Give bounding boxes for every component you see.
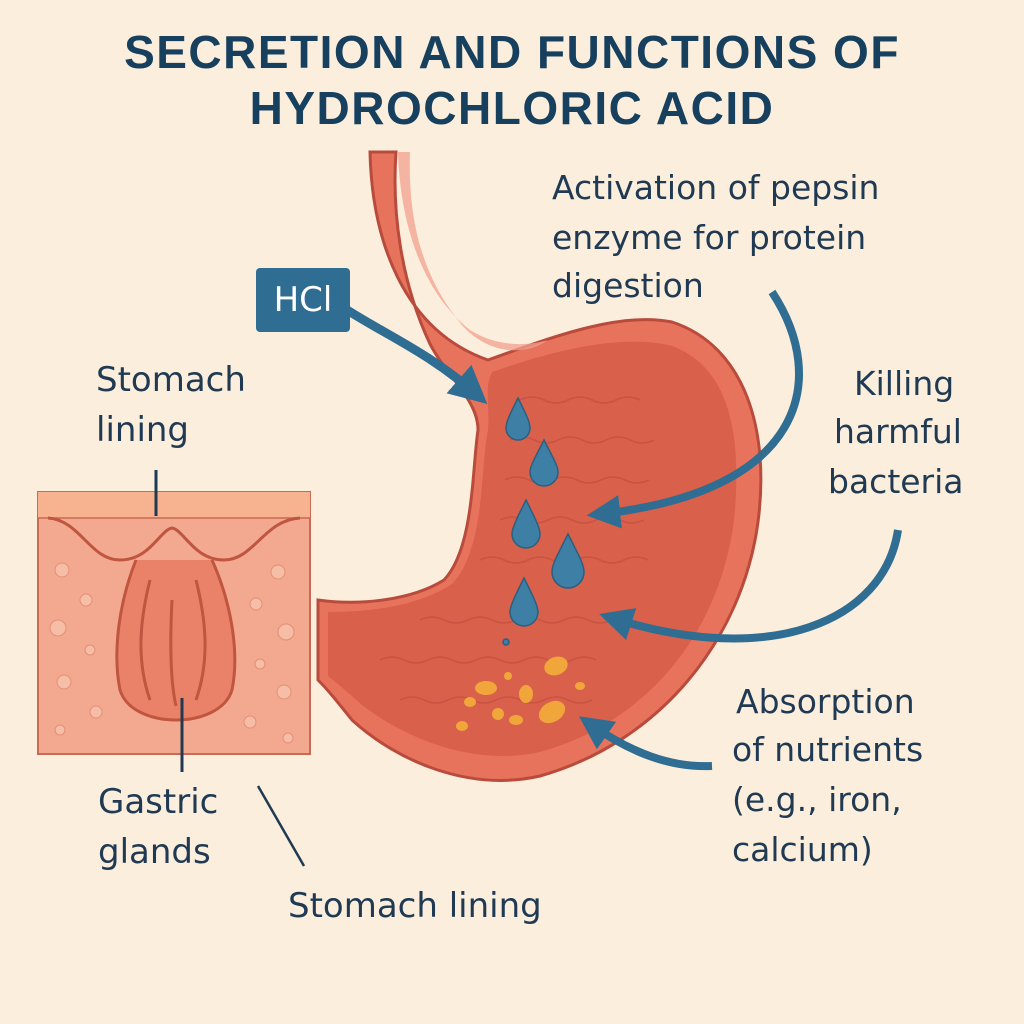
gastric-gland-shape: [47, 516, 301, 562]
absorption-label-line-4: calcium): [732, 830, 873, 869]
hcl-badge: HCl: [256, 268, 350, 332]
bacteria-label-line-2: harmful: [834, 412, 962, 451]
acid-droplets: [502, 396, 585, 646]
lining-cross-section: [37, 470, 311, 772]
pepsin-label-line-2: enzyme for protein: [552, 218, 867, 257]
acid-drop: [529, 438, 559, 487]
absorption-label-line-3: (e.g., iron,: [732, 780, 902, 819]
acid-drop: [509, 576, 539, 627]
stomach-inner: [328, 341, 737, 757]
stomach-lining-bottom-label: Stomach lining: [288, 886, 542, 926]
stomach-lining-pointer: [256, 785, 306, 867]
title-line-2: HYDROCHLORIC ACID: [249, 82, 775, 134]
absorption-label-line-1: Absorption: [736, 682, 915, 721]
bacteria-label-line-3: bacteria: [828, 462, 964, 501]
acid-drop: [502, 638, 510, 646]
gastric-glands-label-line-2: glands: [98, 832, 211, 872]
hcl-arrow: [341, 304, 488, 404]
stomach-lining-label-line-1: Stomach: [96, 360, 246, 400]
absorption-arrow: [578, 716, 713, 771]
acid-drop: [511, 498, 541, 549]
pepsin-arrow: [586, 289, 803, 529]
acid-drop: [551, 532, 585, 589]
bacteria-arrow: [599, 529, 902, 643]
nutrient-particles: [456, 656, 585, 731]
acid-drop: [505, 396, 531, 441]
bacteria-label-line-1: Killing: [854, 364, 955, 403]
pepsin-label-line-3: digestion: [552, 266, 704, 305]
absorption-label-line-2: of nutrients: [732, 730, 924, 769]
gastric-glands-label-line-1: Gastric: [98, 782, 219, 822]
stomach-lining-label-line-2: lining: [96, 410, 190, 450]
pepsin-label-line-1: Activation of pepsin: [552, 168, 880, 207]
title-line-1: SECRETION AND FUNCTIONS OF: [124, 26, 900, 78]
